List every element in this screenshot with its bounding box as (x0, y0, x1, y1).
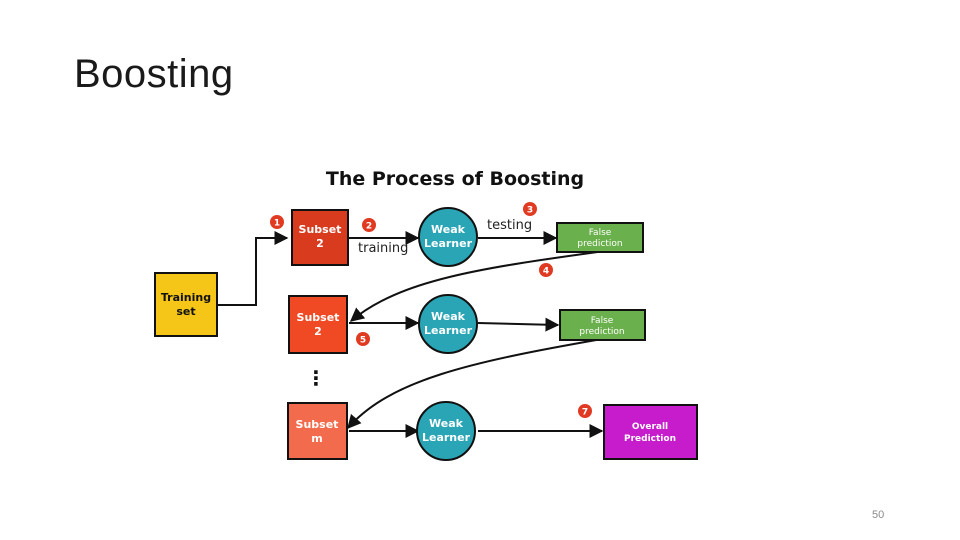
weak-learner-3: Weak Learner (416, 401, 476, 461)
step-badge-1: 1 (270, 215, 284, 229)
arrow-learner-2-to-false-pred-2 (477, 317, 560, 332)
slide-title: Boosting (74, 52, 234, 96)
false-prediction-1-line1: False (589, 228, 612, 238)
step-badge-5-number: 5 (360, 336, 366, 346)
weak-learner-2-label-line2: Learner (424, 324, 473, 337)
weak-learner-3-label-line2: Learner (422, 431, 471, 444)
arrow-false-pred-2-to-subset-m (347, 338, 603, 430)
subset-box-2: Subset 2 (288, 295, 348, 354)
subset-box-1: Subset 2 (291, 209, 349, 266)
weak-learner-1-label-line2: Learner (424, 237, 473, 250)
diagram-title: The Process of Boosting (326, 168, 584, 190)
subset-m-label-line2: m (311, 432, 322, 445)
subset-box-m: Subset m (287, 402, 348, 460)
weak-learner-1-label-line1: Weak (431, 223, 466, 236)
false-prediction-box-1: False prediction (556, 222, 644, 253)
weak-learner-3-label-line1: Weak (429, 417, 464, 430)
subset-2-label-line2: 2 (314, 325, 322, 338)
step-badge-4: 4 (539, 263, 553, 277)
arrow-training-to-subset-1 (218, 231, 289, 306)
overall-prediction-line1: Overall (632, 422, 668, 432)
subset-2-label-line1: Subset (297, 311, 340, 324)
arrow-false-pred-1-to-subset-2 (349, 250, 606, 322)
ellipsis: ⋮ (306, 366, 326, 390)
step-badge-7: 7 (578, 404, 592, 418)
subset-1-label-line1: Subset (299, 223, 342, 236)
step-badge-2: 2 (362, 218, 376, 232)
weak-learner-2-label-line1: Weak (431, 310, 466, 323)
overall-prediction-box: Overall Prediction (603, 404, 698, 460)
weak-learner-2: Weak Learner (418, 294, 478, 354)
training-set-box: Training set (154, 272, 218, 337)
false-prediction-box-2: False prediction (559, 309, 646, 341)
step-badge-2-number: 2 (366, 222, 372, 232)
testing-label: testing (487, 218, 532, 233)
training-set-label-line2: set (176, 305, 195, 318)
false-prediction-2-line1: False (591, 316, 614, 326)
subset-m-label-line1: Subset (296, 418, 339, 431)
training-set-label-line1: Training (161, 291, 211, 304)
overall-prediction-line2: Prediction (624, 434, 676, 444)
step-badge-3: 3 (523, 202, 537, 216)
step-badge-4-number: 4 (543, 267, 549, 277)
subset-1-label-line2: 2 (316, 237, 324, 250)
weak-learner-1: Weak Learner (418, 207, 478, 267)
page-number: 50 (872, 509, 885, 521)
false-prediction-2-line2: prediction (579, 327, 624, 337)
step-badge-1-number: 1 (274, 219, 280, 229)
step-badge-7-number: 7 (582, 408, 588, 418)
step-badge-3-number: 3 (527, 206, 533, 216)
training-label: training (358, 241, 408, 256)
false-prediction-1-line2: prediction (577, 239, 622, 249)
step-badge-5: 5 (356, 332, 370, 346)
